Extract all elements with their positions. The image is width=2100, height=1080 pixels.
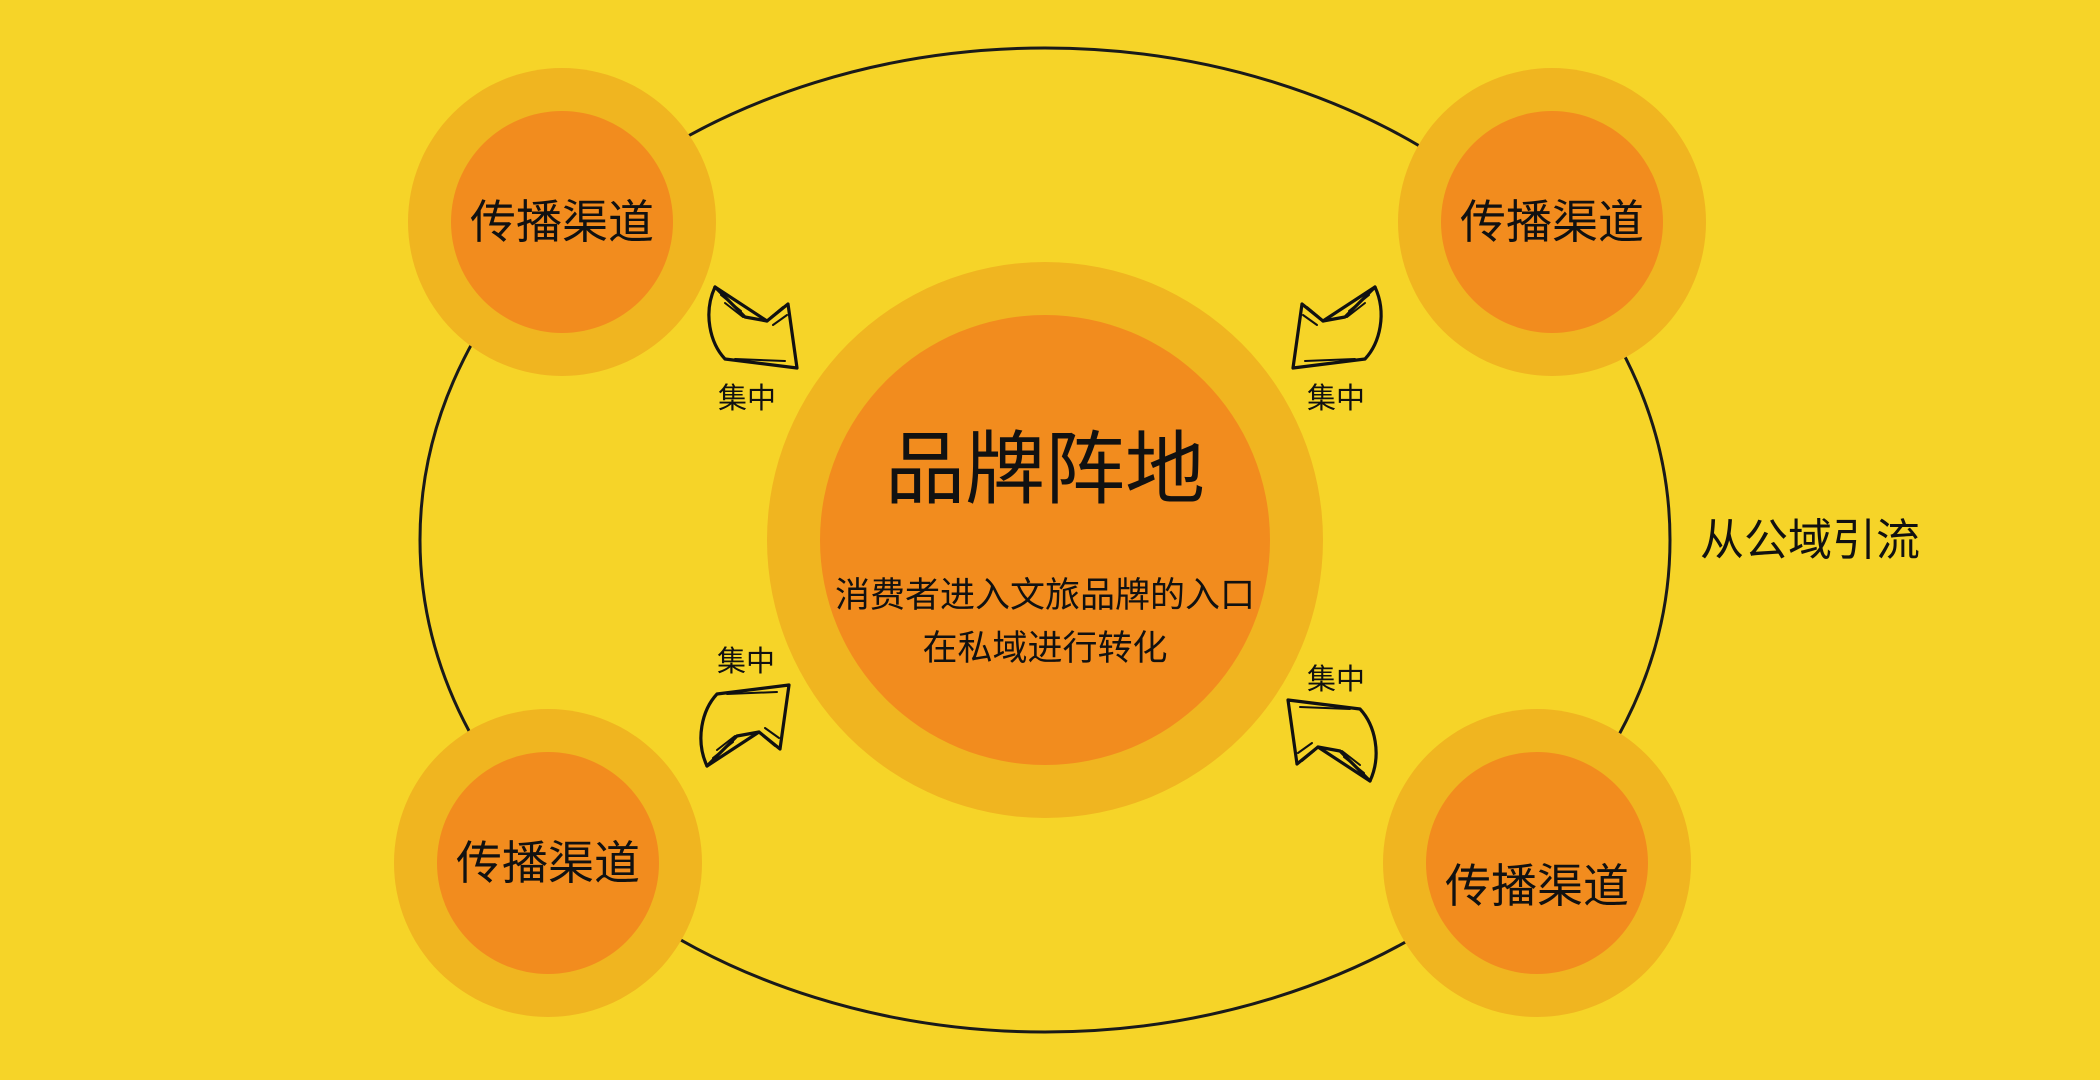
focus-label-bottom-left: 集中 — [716, 644, 775, 678]
curved-arrow-icon — [699, 683, 791, 768]
focus-label-top-right: 集中 — [1306, 381, 1365, 415]
curved-arrow-icon — [707, 285, 799, 370]
side-label: 从公域引流 — [1700, 515, 1920, 566]
channel-label-top-left: 传播渠道 — [470, 195, 654, 249]
channel-circle-top-right — [1398, 68, 1706, 376]
channel-label-bottom-left: 传播渠道 — [456, 836, 640, 890]
center-title: 品牌阵地 — [885, 423, 1205, 516]
center-description-line-1: 消费者进入文旅品牌的入口 — [834, 576, 1255, 616]
curved-arrow-icon — [1286, 698, 1378, 783]
channel-label-bottom-right: 传播渠道 — [1445, 859, 1629, 913]
focus-label-bottom-right: 集中 — [1306, 662, 1365, 696]
channel-circle-top-left — [408, 68, 716, 376]
channel-label-top-right: 传播渠道 — [1460, 195, 1644, 249]
curved-arrow-icon — [1291, 285, 1383, 370]
center-description-line-2: 在私域进行转化 — [922, 629, 1168, 669]
channel-circle-bottom-left — [394, 709, 702, 1017]
center-circle — [767, 262, 1323, 818]
channel-circle-bottom-right — [1383, 709, 1691, 1017]
focus-label-top-left: 集中 — [717, 381, 776, 415]
outer-ellipse — [418, 46, 1672, 1034]
